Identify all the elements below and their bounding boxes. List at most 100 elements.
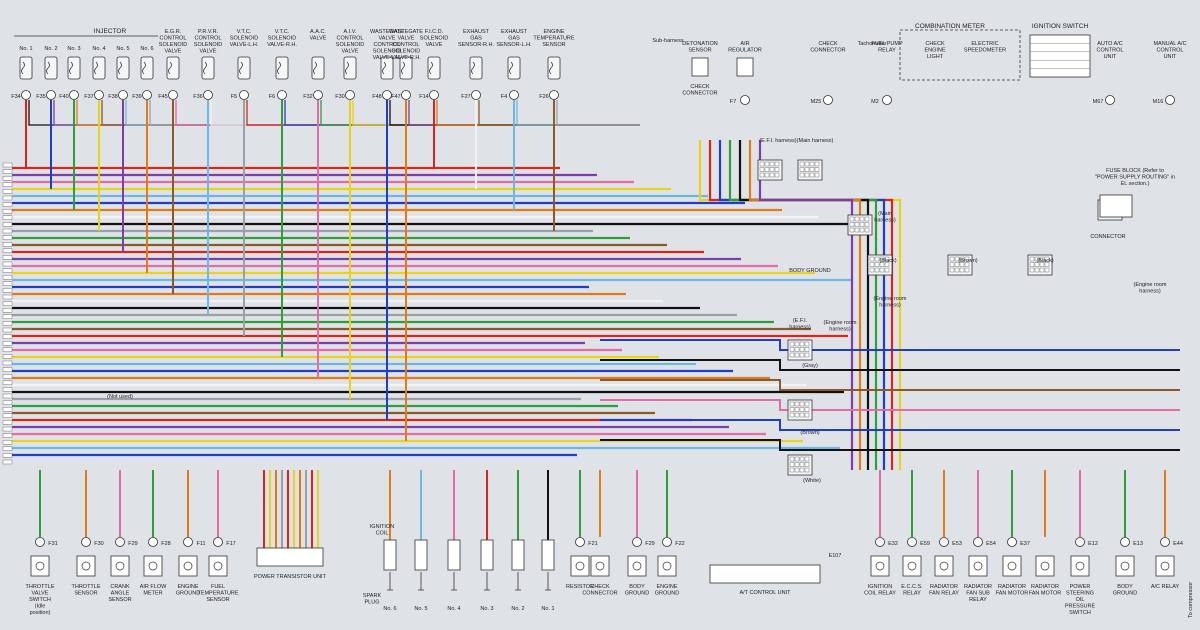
ecu-pin <box>2 255 13 260</box>
bottom-component <box>447 539 461 591</box>
coil-symbol <box>277 61 281 75</box>
bottom-component <box>1035 555 1055 577</box>
fuse-block-box <box>1099 194 1133 218</box>
connector-pin <box>964 256 970 262</box>
bottom-component-label-line: GROUND <box>625 591 649 597</box>
connector-pin <box>794 462 800 467</box>
connector-pin <box>869 256 875 262</box>
connector-pin <box>879 262 885 267</box>
ecu-pin <box>2 228 13 234</box>
spark-plug-number: No. 1 <box>541 606 554 612</box>
connector-pin <box>959 256 965 262</box>
top-component-label-line: V.T.C. <box>237 29 252 35</box>
bottom-component <box>968 537 988 577</box>
connector-pin <box>799 456 805 462</box>
connector-id: F29 <box>645 541 654 547</box>
bottom-component-label-line: SENSOR <box>206 597 229 603</box>
top-component-label-line: SOLENOID <box>230 36 258 42</box>
connector-marker <box>239 90 249 100</box>
bottom-component-label-line: PRESSURE <box>1065 604 1096 610</box>
fuse-block-label-line: EL section.) <box>1121 181 1150 187</box>
bottom-component-label: A/C RELAY <box>1151 584 1180 590</box>
connector-pin <box>809 161 815 167</box>
ecu-pin <box>2 327 13 333</box>
injector-label: No. 6 <box>140 46 153 52</box>
bottom-component <box>934 537 954 577</box>
connector-pin <box>804 161 810 167</box>
connector-pin <box>949 262 955 267</box>
top-component <box>92 56 106 100</box>
combination-meter <box>899 29 1021 81</box>
connector-id: F30 <box>335 94 344 100</box>
connector-pin <box>849 222 855 227</box>
connector-id: F29 <box>128 541 137 547</box>
ecu-pin <box>2 175 13 181</box>
right-top-component-label-line: ENGINE <box>924 48 945 54</box>
spark-plug-symbol <box>387 572 393 591</box>
top-component-label-line: VALVE-R.H. <box>267 42 297 48</box>
connector-pin <box>809 172 815 178</box>
connector-id: F27 <box>461 94 470 100</box>
bottom-component-body <box>208 555 228 577</box>
component-body <box>92 56 106 80</box>
not-used-label: (Not used) <box>107 394 133 400</box>
bottom-component-label-line: FAN RELAY <box>929 591 959 597</box>
sub-harness-label: Sub-harness <box>652 38 683 44</box>
fuse-block-label: FUSE BLOCK (Refer to"POWER SUPPLY ROUTIN… <box>1095 168 1175 187</box>
connector-marker <box>1007 537 1017 547</box>
injector-label: No. 5 <box>116 46 129 52</box>
sensor-body <box>736 57 754 77</box>
top-component-label-line: VALVE <box>342 49 359 55</box>
connector-marker <box>973 537 983 547</box>
connector-marker <box>875 537 885 547</box>
connector-pin <box>799 172 805 178</box>
top-component-label-line: E.G.R. <box>165 29 182 35</box>
coil-symbol <box>401 61 405 75</box>
bottom-component-label-line: ENGINE <box>656 584 677 590</box>
efi-harness-label: (E.F.I. harness) <box>759 138 796 144</box>
connector-pin <box>799 401 805 407</box>
connector-marker <box>429 90 439 100</box>
connector-pin <box>794 347 800 352</box>
right-top-component-label-line: MANUAL A/C <box>1153 41 1186 47</box>
connector-marker <box>213 537 223 547</box>
connector-id: E32 <box>888 541 898 547</box>
connector-id: F7 <box>730 99 736 105</box>
connector-pin <box>774 167 780 172</box>
ecu-pin <box>2 413 13 418</box>
bottom-component-body <box>1070 555 1090 577</box>
component-symbol <box>115 561 125 571</box>
component-body <box>140 56 154 80</box>
connector-label: CONNECTOR <box>1090 234 1125 240</box>
connector-pin <box>799 462 805 467</box>
ignition-switch <box>1029 34 1091 78</box>
connector-pin <box>964 262 970 267</box>
component-body <box>44 56 58 80</box>
component-body <box>201 56 215 80</box>
connector-pin <box>864 222 870 227</box>
connector-pin <box>794 352 800 358</box>
top-component <box>19 56 33 100</box>
bottom-component-label-line: AIR FLOW <box>140 584 167 590</box>
connector-pin <box>1039 267 1045 273</box>
ecu-pin <box>2 453 13 458</box>
efi-harness-label-2-line: (E.F.I. <box>793 318 808 324</box>
top-component-label-line: VALVE <box>379 36 396 42</box>
bottom-component-label-line: RELAY <box>969 597 987 603</box>
connector-id: E53 <box>952 541 962 547</box>
harness-connector <box>847 214 873 236</box>
connector-pin <box>759 172 765 178</box>
bottom-component-label-line: ENGINE <box>177 584 198 590</box>
right-top-component-label-line: REGULATOR <box>728 48 762 54</box>
top-component-label-line: SENSOR <box>542 42 565 48</box>
connector-pin <box>799 407 805 412</box>
connector-pin <box>804 352 810 358</box>
coil-symbol <box>549 61 553 75</box>
